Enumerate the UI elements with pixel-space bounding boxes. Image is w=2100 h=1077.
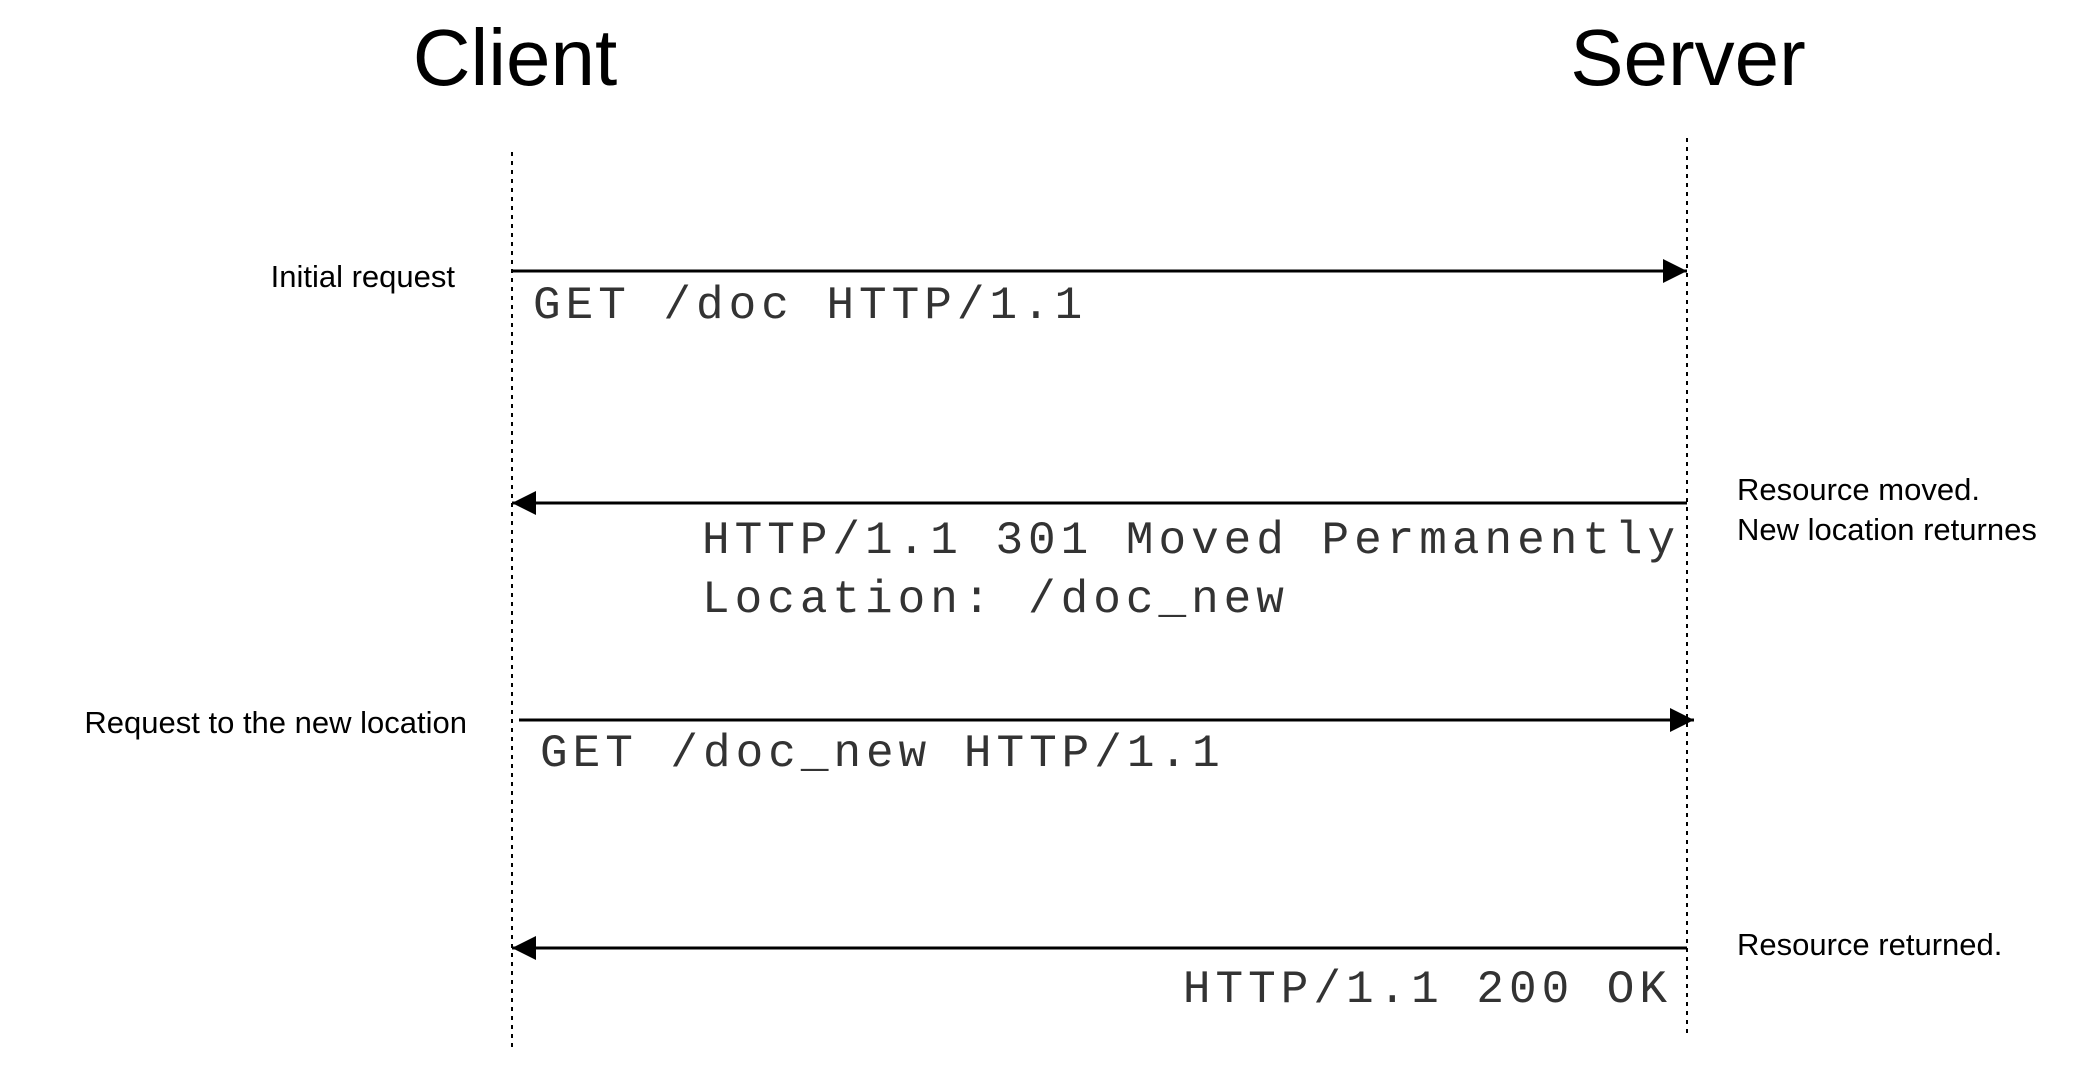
message-note: New location returnes [1737, 512, 2037, 547]
http-status-line: HTTP/1.1 301 Moved Permanently [702, 515, 1680, 567]
message-resource-returned: Resource returned. HTTP/1.1 200 OK [512, 927, 2002, 1016]
message-resource-moved: Resource moved. New location returnes HT… [512, 472, 2037, 626]
http-request-line: GET /doc HTTP/1.1 [533, 280, 1087, 332]
server-label: Server [1570, 13, 1806, 102]
http-location-header: Location: /doc_new [702, 574, 1289, 626]
http-request-line: GET /doc_new HTTP/1.1 [540, 728, 1225, 780]
message-initial-request: Initial request GET /doc HTTP/1.1 [271, 259, 1687, 332]
http-status-line: HTTP/1.1 200 OK [1183, 964, 1672, 1016]
message-request-new-location: Request to the new location GET /doc_new… [84, 705, 1694, 780]
message-note: Request to the new location [84, 705, 467, 740]
client-label: Client [413, 13, 618, 102]
message-note: Initial request [271, 259, 456, 294]
message-note: Resource returned. [1737, 927, 2002, 962]
message-note: Resource moved. [1737, 472, 1980, 507]
